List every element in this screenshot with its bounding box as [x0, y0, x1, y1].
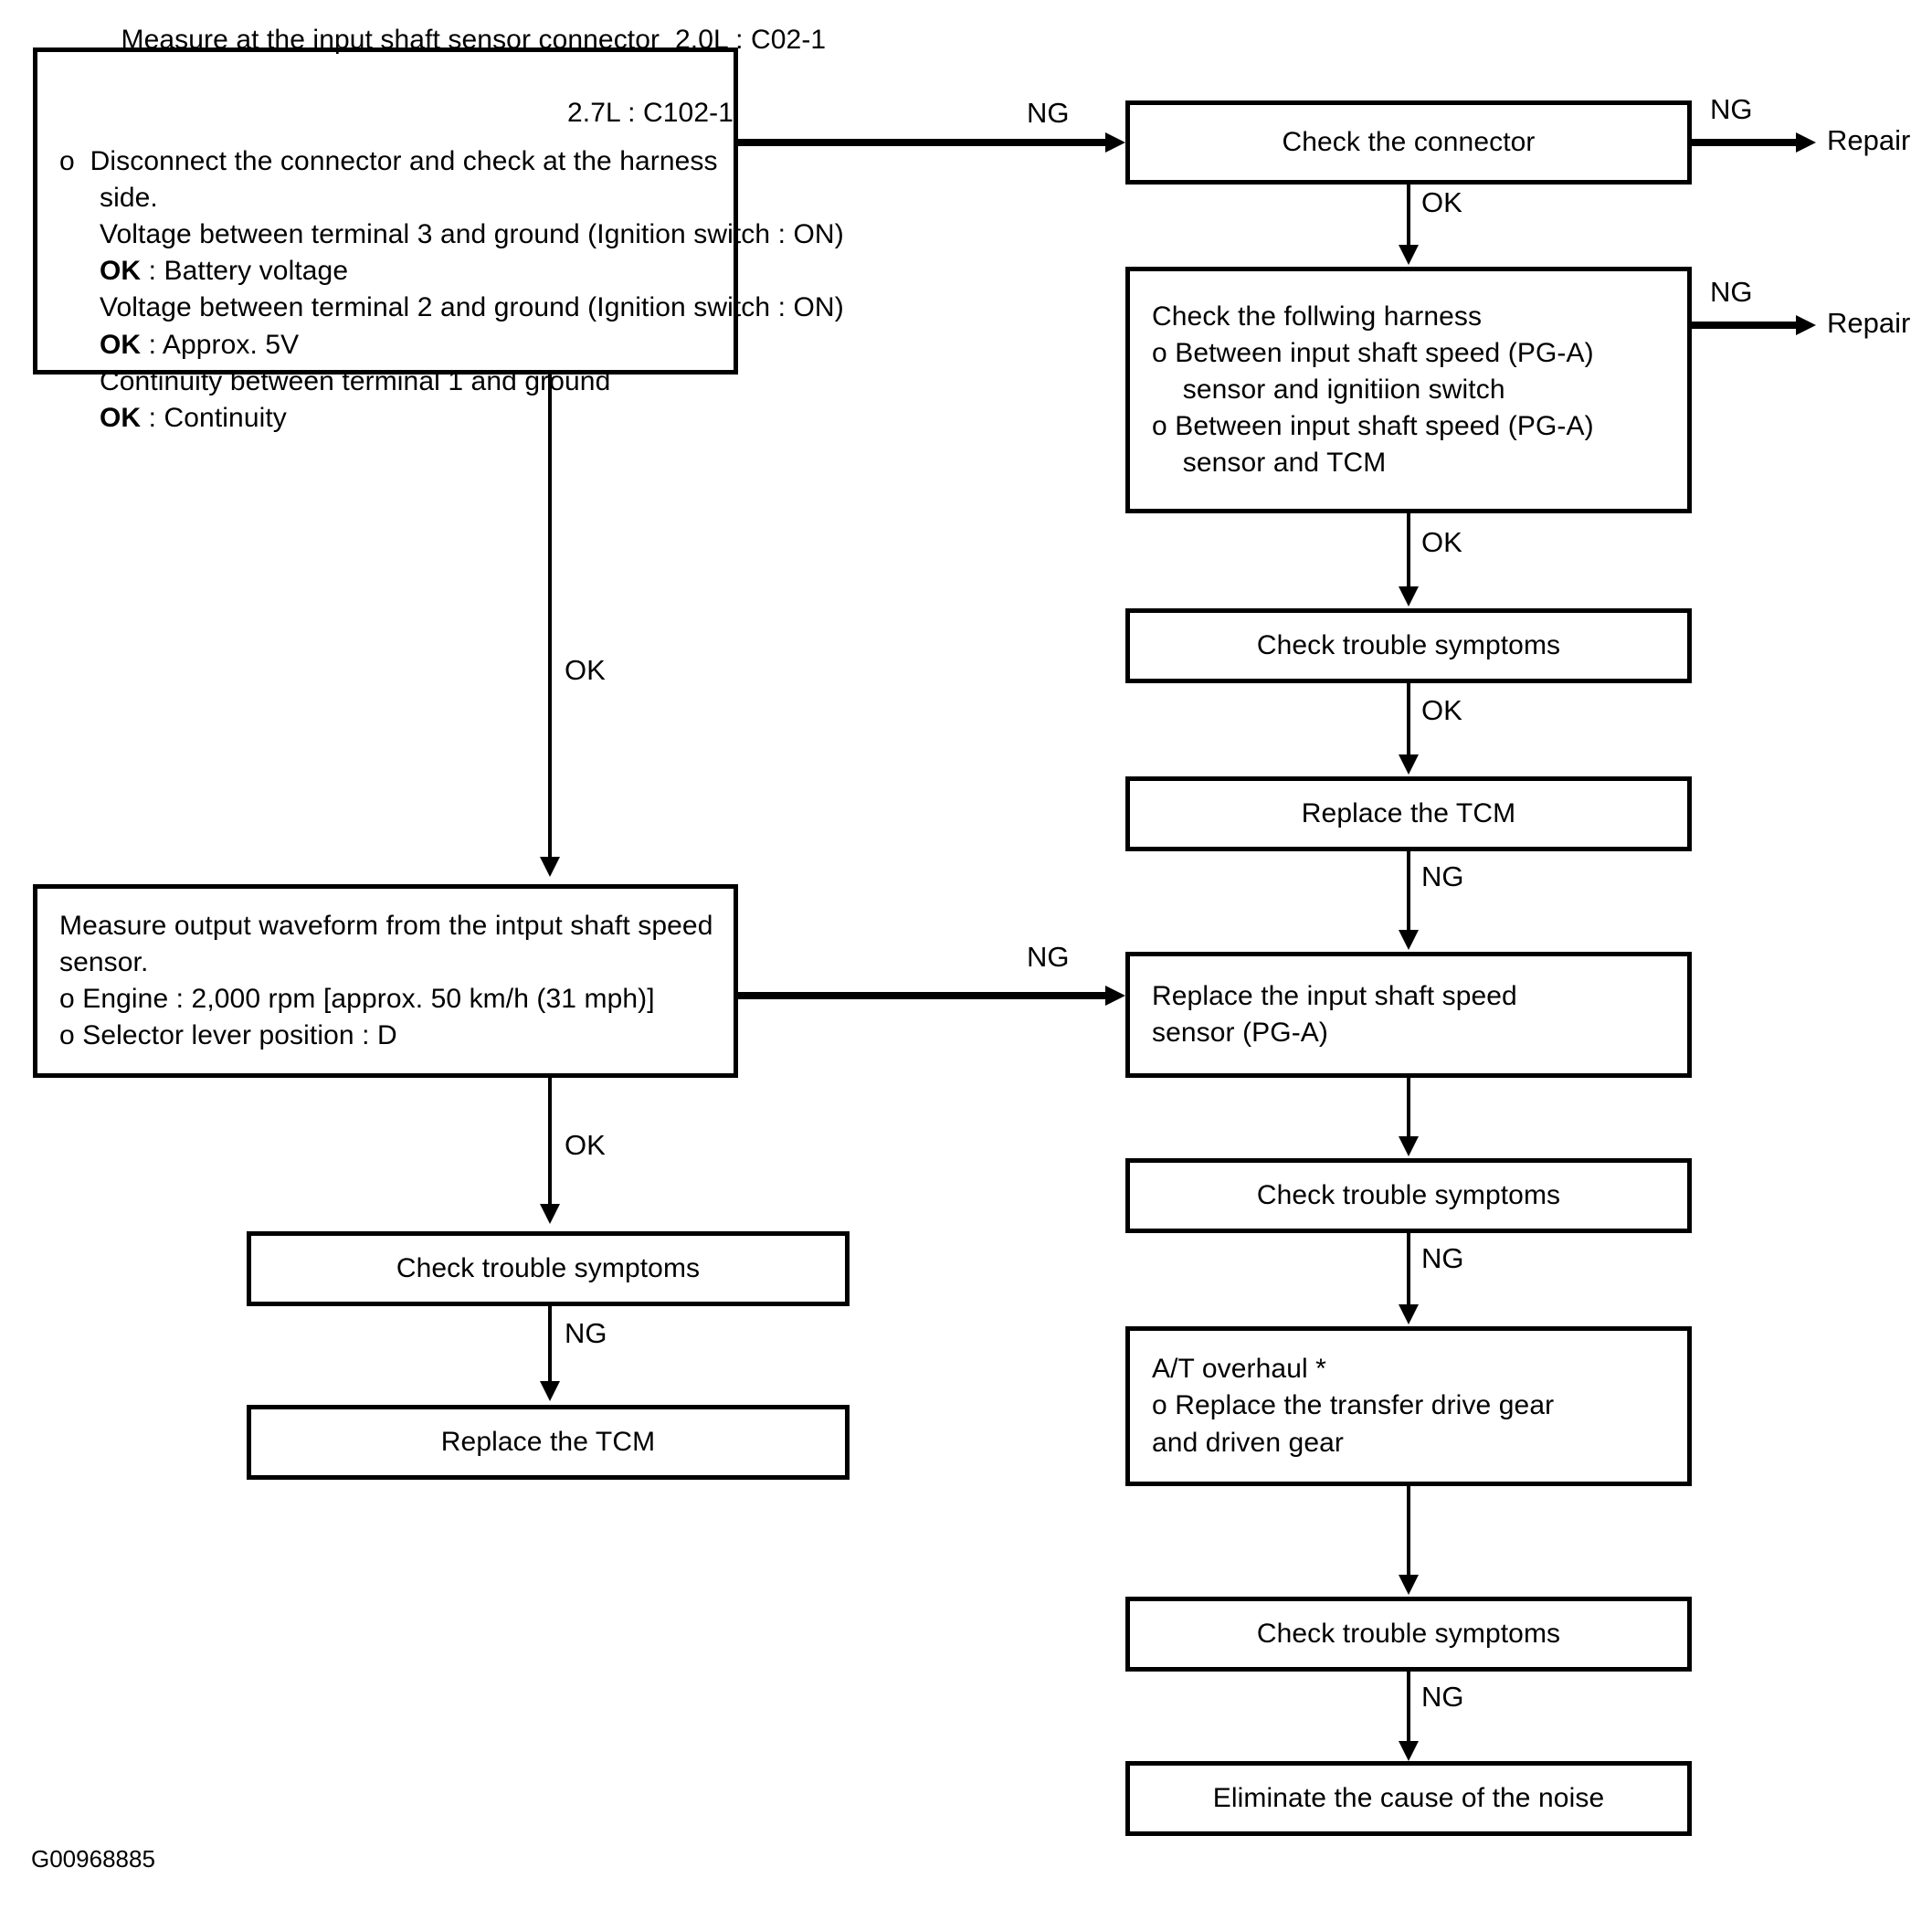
check-symptoms-right-2-text: Check trouble symptoms — [1256, 1179, 1561, 1210]
measure-connector-ok-1-row: OK : Battery voltage — [59, 253, 348, 290]
box-at-overhaul: A/T overhaul * o Replace the transfer dr… — [1125, 1326, 1692, 1486]
measure-connector-ok-2-label: OK — [100, 329, 142, 360]
check-symptoms-left-text: Check trouble symptoms — [396, 1252, 701, 1283]
box-replace-tcm-left: Replace the TCM — [247, 1405, 850, 1480]
measure-connector-variant-2: 2.7L : C102-1 — [567, 98, 734, 129]
check-symptoms-right-3-text: Check trouble symptoms — [1256, 1618, 1561, 1649]
measure-connector-continuity: Continuity between terminal 1 and ground — [100, 365, 611, 396]
box-eliminate-noise: Eliminate the cause of the noise — [1125, 1761, 1692, 1836]
connector-measure-to-check-connector — [736, 139, 1105, 146]
edge-label-ng-symptoms-to-noise: NG — [1421, 1681, 1464, 1713]
check-connector-text: Check the connector — [1282, 126, 1536, 157]
measure-connector-ok-3-label: OK — [100, 402, 142, 433]
box-check-harness: Check the follwing harness o Between inp… — [1125, 267, 1692, 513]
check-harness-line-3: sensor and ignitiion switch — [1152, 374, 1505, 405]
connector-check-connector-to-repair — [1692, 139, 1803, 146]
edge-label-ok-waveform-to-symptoms: OK — [565, 1129, 606, 1161]
edge-label-ok-symptoms-to-tcm: OK — [1421, 694, 1462, 726]
edge-label-ng-symptoms-to-tcm-left: NG — [565, 1317, 607, 1349]
arrowhead-measure-connector-to-waveform — [540, 857, 560, 877]
connector-symptoms-to-tcm-right — [1407, 683, 1410, 756]
box-check-symptoms-right-2: Check trouble symptoms — [1125, 1158, 1692, 1233]
measure-connector-bullet-1: o Disconnect the connector and check at … — [59, 145, 718, 176]
edge-label-ok-harness-to-symptoms: OK — [1421, 526, 1462, 558]
connector-harness-to-symptoms — [1407, 513, 1410, 588]
connector-symptoms-right-2-to-overhaul — [1407, 1233, 1410, 1308]
edge-label-ng-harness-to-repair: NG — [1710, 276, 1753, 308]
measure-connector-title-row: Measure at the input shaft sensor connec… — [59, 0, 826, 95]
arrowhead-overhaul-to-symptoms-right-3 — [1399, 1575, 1419, 1595]
check-harness-line-5: sensor and TCM — [1152, 448, 1387, 479]
arrowhead-symptoms-to-tcm-right — [1399, 754, 1419, 775]
connector-measure-connector-to-waveform — [548, 375, 552, 859]
edge-label-ng-tcm-to-sensor: NG — [1421, 860, 1464, 892]
box-check-symptoms-left: Check trouble symptoms — [247, 1231, 850, 1306]
replace-sensor-line-2: sensor (PG-A) — [1152, 1018, 1329, 1048]
arrowhead-harness-to-repair — [1796, 315, 1816, 335]
check-symptoms-right-1-text: Check trouble symptoms — [1256, 629, 1561, 660]
check-harness-line-1: Check the follwing harness — [1152, 301, 1483, 332]
measure-connector-ok-1-label: OK — [100, 256, 142, 287]
box-measure-waveform: Measure output waveform from the intput … — [33, 884, 738, 1078]
box-replace-sensor: Replace the input shaft speed sensor (PG… — [1125, 952, 1692, 1078]
measure-connector-variant-1: 2.0L : C02-1 — [675, 25, 827, 56]
connector-waveform-to-symptoms-left — [548, 1078, 552, 1206]
box-replace-tcm-right: Replace the TCM — [1125, 776, 1692, 851]
edge-label-ng-measure-to-connector: NG — [1027, 97, 1070, 129]
connector-check-connector-to-harness — [1407, 185, 1410, 247]
measure-connector-voltage-3: Voltage between terminal 3 and ground (I… — [100, 219, 844, 249]
arrowhead-waveform-to-symptoms-left — [540, 1204, 560, 1224]
arrowhead-symptoms-left-to-tcm-left — [540, 1381, 560, 1401]
connector-waveform-to-sensor — [736, 992, 1105, 999]
at-overhaul-line-3: and driven gear — [1152, 1427, 1344, 1458]
arrowhead-sensor-to-symptoms-right-2 — [1399, 1136, 1419, 1156]
connector-symptoms-right-3-to-noise — [1407, 1672, 1410, 1743]
arrowhead-check-connector-to-repair — [1796, 132, 1816, 153]
edge-label-ng-symptoms-to-overhaul: NG — [1421, 1242, 1464, 1274]
box-measure-connector: Measure at the input shaft sensor connec… — [33, 25, 844, 433]
arrowhead-check-connector-to-harness — [1399, 245, 1419, 265]
terminal-repair-1: Repair — [1827, 124, 1911, 156]
arrowhead-tcm-right-to-sensor — [1399, 930, 1419, 950]
box-check-symptoms-right-3: Check trouble symptoms — [1125, 1597, 1692, 1672]
connector-overhaul-to-symptoms-right-3 — [1407, 1486, 1410, 1577]
replace-tcm-left-text: Replace the TCM — [440, 1426, 656, 1457]
measure-waveform-line-2: sensor. — [59, 946, 149, 977]
at-overhaul-line-1: A/T overhaul * — [1152, 1354, 1326, 1385]
measure-connector-title: Measure at the input shaft sensor connec… — [121, 25, 660, 56]
measure-waveform-line-4: o Selector lever position : D — [59, 1020, 397, 1051]
arrowhead-symptoms-right-3-to-noise — [1399, 1741, 1419, 1761]
measure-connector-ok-3-row: OK : Continuity — [59, 400, 287, 437]
box-check-symptoms-right-1: Check trouble symptoms — [1125, 608, 1692, 683]
connector-tcm-right-to-sensor — [1407, 851, 1410, 932]
replace-sensor-line-1: Replace the input shaft speed — [1152, 980, 1517, 1011]
measure-waveform-line-3: o Engine : 2,000 rpm [approx. 50 km/h (3… — [59, 984, 655, 1014]
eliminate-noise-text: Eliminate the cause of the noise — [1212, 1782, 1605, 1813]
figure-id: G00968885 — [31, 1845, 155, 1873]
arrowhead-harness-to-symptoms — [1399, 586, 1419, 607]
check-harness-line-4: o Between input shaft speed (PG-A) — [1152, 411, 1594, 442]
connector-symptoms-left-to-tcm-left — [548, 1306, 552, 1383]
box-check-connector: Check the connector — [1125, 100, 1692, 185]
check-harness-line-2: o Between input shaft speed (PG-A) — [1152, 337, 1594, 368]
measure-connector-voltage-2: Voltage between terminal 2 and ground (I… — [100, 292, 844, 323]
edge-label-ng-connector-to-repair: NG — [1710, 93, 1753, 125]
edge-label-ng-waveform-to-sensor: NG — [1027, 941, 1070, 973]
connector-sensor-to-symptoms-right-2 — [1407, 1078, 1410, 1138]
measure-connector-ok-1-value: : Battery voltage — [141, 256, 349, 287]
arrowhead-waveform-to-sensor — [1105, 986, 1125, 1006]
measure-connector-ok-2-value: : Approx. 5V — [141, 329, 300, 360]
measure-connector-ok-2-row: OK : Approx. 5V — [59, 327, 299, 364]
edge-label-ok-connector-to-harness: OK — [1421, 186, 1462, 218]
arrowhead-measure-to-check-connector — [1105, 132, 1125, 153]
arrowhead-symptoms-right-2-to-overhaul — [1399, 1304, 1419, 1324]
connector-harness-to-repair — [1692, 322, 1803, 329]
measure-connector-bullet-1-cont: side. — [100, 182, 158, 213]
edge-label-ok-measure-to-waveform: OK — [565, 654, 606, 686]
measure-connector-ok-3-value: : Continuity — [141, 402, 287, 433]
measure-waveform-line-1: Measure output waveform from the intput … — [59, 910, 713, 941]
replace-tcm-right-text: Replace the TCM — [1301, 797, 1516, 828]
at-overhaul-line-2: o Replace the transfer drive gear — [1152, 1390, 1555, 1421]
terminal-repair-2: Repair — [1827, 307, 1911, 339]
